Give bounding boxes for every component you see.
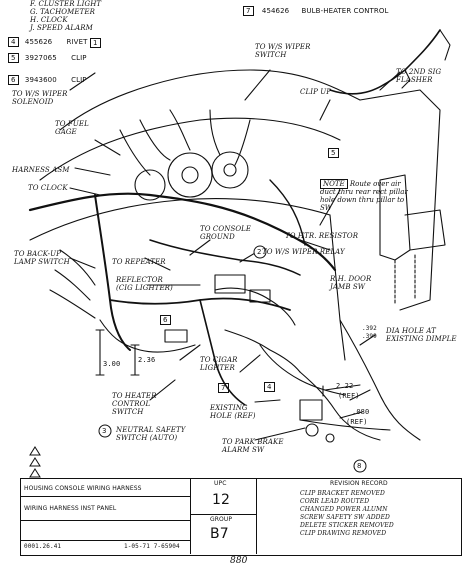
label-park-brake: TO PARK BRAKE ALARM SW <box>222 438 284 454</box>
label-heater-control: TO HEATER CONTROL SWITCH <box>112 392 157 416</box>
cluster-gauge-3 <box>134 169 166 201</box>
dim-2-22: 2.22 <box>336 382 354 390</box>
dim-080: .080 <box>352 408 370 416</box>
tb-rev-4: SCREW SAFETY SW ADDED <box>300 514 390 521</box>
label-console-ground: TO CONSOLE GROUND <box>200 225 252 241</box>
title-block-mid <box>190 478 257 554</box>
label-fuel-gage: TO FUEL GAGE <box>55 120 89 136</box>
label-back-up-lamp: TO BACK-UP LAMP SWITCH <box>14 250 70 266</box>
label-2nd-sig-flasher: TO 2ND SIG FLASHER <box>396 68 442 84</box>
page-mark: 880 <box>230 556 248 566</box>
dim-2-36: 2.36 <box>138 356 156 364</box>
tb-rev-5: DELETE STICKER REMOVED <box>300 522 394 529</box>
tb-rev-1: CLIP BRACKET REMOVED <box>300 490 385 497</box>
reflector-connector <box>214 274 246 294</box>
label-harness-asm: HARNESS ASM <box>12 166 70 174</box>
dash-upper-edge <box>39 117 341 181</box>
part-row-6: 6 3943600 CLIP <box>8 75 87 85</box>
tb-rev-6: CLIP DRAWING REMOVED <box>300 530 387 537</box>
label-clip-up: CLIP UP <box>300 88 332 96</box>
callout-8: 8 <box>357 462 362 470</box>
callout-box-4: 4 <box>264 382 275 392</box>
legend-item-g: G. TACHOMETER <box>30 8 95 16</box>
dash-top-outline <box>59 69 361 131</box>
tb-upc-label: UPC <box>214 480 227 487</box>
label-ws-wiper-switch: TO W/S WIPER SWITCH <box>255 43 311 59</box>
callout-box-6: 6 <box>160 315 171 325</box>
tb-rev-header: REVISION RECORD <box>330 480 388 487</box>
title-block <box>20 478 462 556</box>
tb-date: 1-05-71 7-65904 <box>124 543 180 550</box>
note-route: NOTE Route over air duct thru rear rect … <box>320 179 408 212</box>
dim-ref-2: (REF) <box>346 418 368 426</box>
callout-circle-2 <box>253 245 267 259</box>
label-to-repeater: TO REPEATER <box>112 258 166 266</box>
part-row-7: 7 454626 BULB-HEATER CONTROL <box>243 6 389 16</box>
cluster-gauge-2 <box>211 151 249 189</box>
label-neutral-safety: NEUTRAL SAFETY SWITCH (AUTO) <box>116 426 186 442</box>
callout-box-1: 1 <box>90 38 101 48</box>
callout-3: 3 <box>102 427 107 435</box>
tb-sheet-value: B7 <box>210 526 229 542</box>
dim-3-00: 3.00 <box>103 360 121 368</box>
door-jamb-bracket <box>379 174 411 261</box>
park-brake-switch-body <box>299 399 323 421</box>
callout-box-5: 5 <box>328 148 339 158</box>
tb-group-label: GROUP <box>210 516 233 523</box>
label-dia-hole: DIA HOLE AT EXISTING DIMPLE <box>386 327 457 343</box>
part-row-5: 5 3927065 CLIP <box>8 53 87 63</box>
label-ws-washer-solenoid: TO W/S WIPER SOLENOID <box>12 90 68 106</box>
callout-2: 2 <box>257 248 262 256</box>
label-htr-resistor: TO HTR. RESISTOR <box>285 232 359 240</box>
callout-circle-3 <box>98 424 112 438</box>
dim-dia: .392 .399 <box>362 325 377 340</box>
legend-item-f: F. CLUSTER LIGHT <box>30 0 102 8</box>
title-block-left <box>20 478 191 554</box>
cluster-gauge-1 <box>167 152 213 198</box>
legend-item-j: J. SPEED ALARM <box>30 24 93 32</box>
label-to-clock: TO CLOCK <box>28 184 68 192</box>
pillar-outline <box>359 89 441 311</box>
dim-ref: (REF) <box>338 392 360 400</box>
tb-rev-2: CORR LEAD ROUTED <box>300 498 370 505</box>
tb-left-title: HOUSING CONSOLE WIRING HARNESS <box>24 485 142 492</box>
label-existing-hole: EXISTING HOLE (REF) <box>210 404 256 420</box>
flasher-lead <box>329 29 441 95</box>
tb-upc-value: 12 <box>212 492 231 508</box>
main-harness-trunk <box>28 192 337 272</box>
tb-left-sub: WIRING HARNESS INST PANEL <box>24 505 117 512</box>
callout-box-7: 7 <box>218 383 229 393</box>
label-cigar-lighter: TO CIGAR LIGHTER <box>200 356 238 372</box>
label-reflector: REFLECTOR (CIG LIGHTER) <box>116 276 173 292</box>
callout-circle-8 <box>353 459 367 473</box>
tb-rev-3: CHANGED POWER ALUMN <box>300 506 388 513</box>
legend-item-h: H. CLOCK <box>30 16 68 24</box>
label-ws-wiper-relay: TO W/S WIPER RELAY <box>262 248 345 256</box>
leader-washer <box>69 72 96 91</box>
tb-drawing-no: 0001.26.41 <box>24 543 62 550</box>
part-row-4: 4 455626 RIVET <box>8 37 87 47</box>
label-rh-door-jamb: R.H. DOOR JAMB SW <box>330 275 372 291</box>
